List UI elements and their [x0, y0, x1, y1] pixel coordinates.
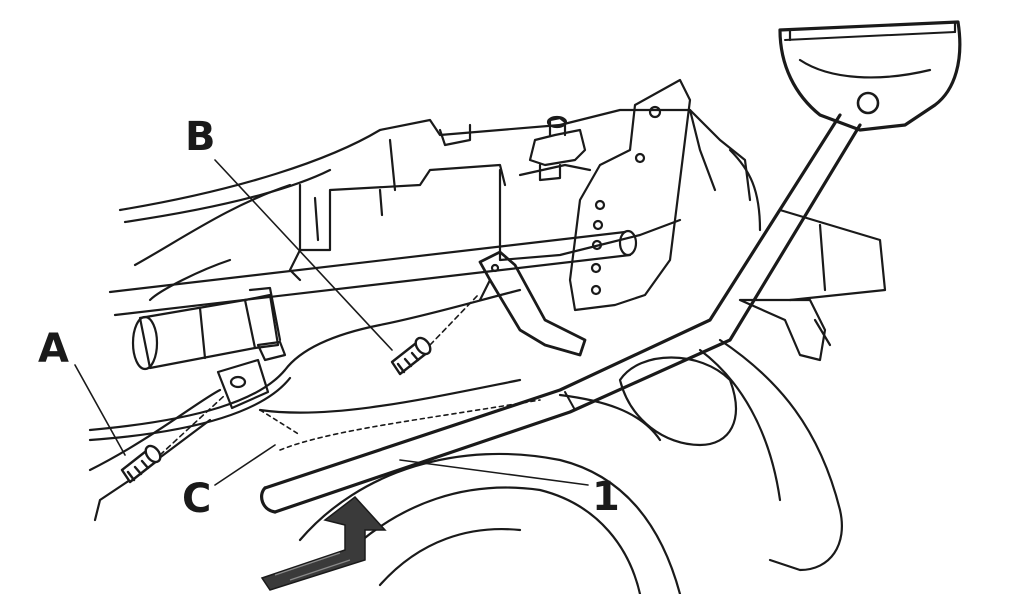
leader-b [214, 159, 393, 351]
leader-a [74, 364, 126, 456]
leader-c-dashed [259, 409, 301, 436]
callout-part-1: 1 [592, 474, 620, 520]
direction-arrow-icon [260, 495, 387, 591]
cross-tube [108, 229, 638, 317]
bolt-a [120, 444, 162, 484]
cable [88, 288, 522, 442]
strap-bracket [478, 250, 587, 357]
leader-lines [74, 159, 589, 486]
callout-c: C [182, 476, 211, 522]
callout-a: A [38, 326, 69, 372]
rear-fender [618, 208, 887, 572]
frame-rail [88, 378, 522, 522]
upper-bracket [528, 115, 587, 182]
callout-b: B [185, 114, 216, 160]
leader-1 [399, 459, 589, 486]
tail-body-outline [118, 108, 762, 302]
fender-arcs [298, 393, 682, 594]
leader-a-dashed [159, 394, 226, 456]
side-plate [568, 78, 692, 312]
leader-b-dashed [429, 294, 479, 346]
bolt-b [390, 336, 432, 376]
rack-bar [260, 113, 862, 514]
cylinder [131, 286, 282, 371]
leader-c [214, 444, 276, 486]
left-mount-bracket [216, 358, 270, 410]
grab-plate [778, 20, 962, 132]
